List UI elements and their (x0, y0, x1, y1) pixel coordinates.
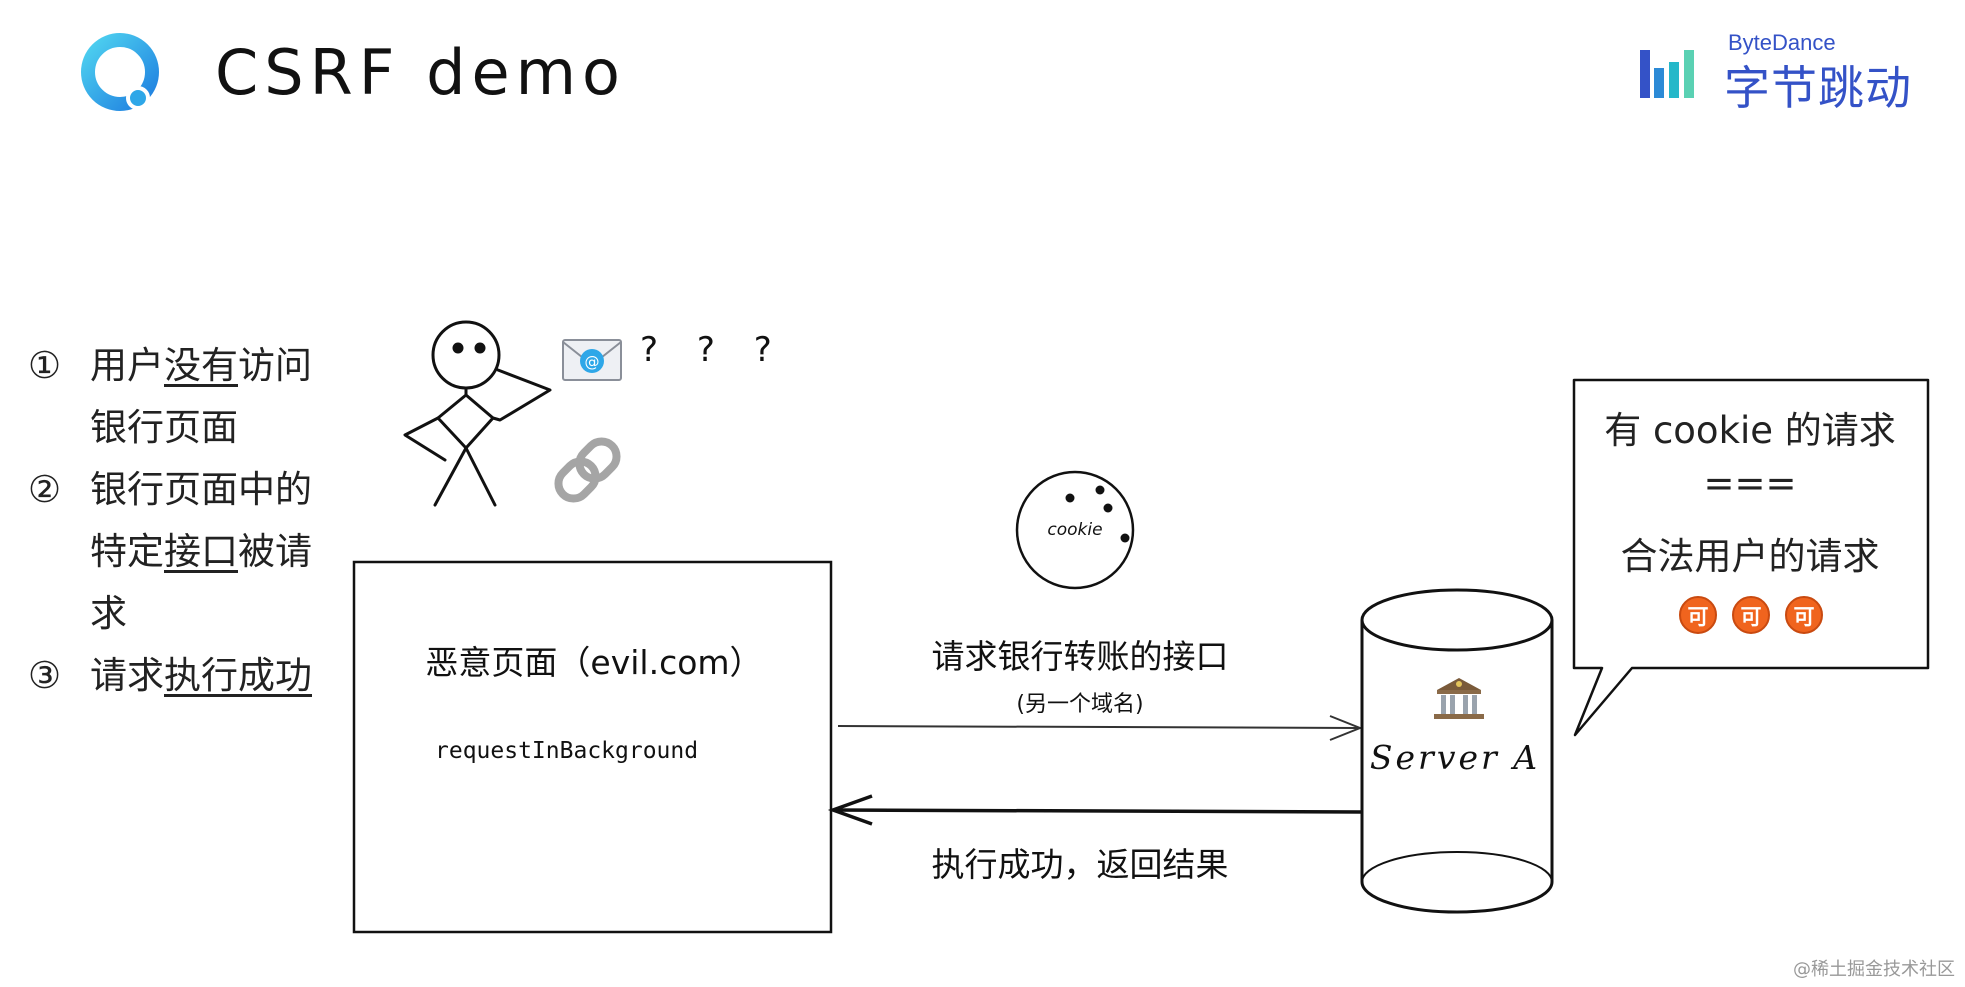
bytedance-logo-icon (1640, 50, 1694, 98)
evil-page-title: 恶意页面（evil.com） (425, 643, 763, 682)
page-title: CSRF demo (215, 36, 626, 109)
request-arrow (837, 715, 1363, 741)
stick-figure (403, 320, 552, 507)
response-label: 执行成功，返回结果 (931, 845, 1229, 884)
approve-badge: 可 (1679, 596, 1717, 634)
request-label: 请求银行转账的接口 (931, 637, 1229, 676)
step-text: 用户 (90, 344, 164, 387)
brand-name-cn: 字节跳动 (1724, 61, 1912, 115)
step-text: 被请求 (90, 530, 312, 635)
bubble-line-2: === (1703, 462, 1797, 505)
brand-name-en: ByteDance (1728, 30, 1836, 55)
cookie-icon (1015, 470, 1135, 590)
step-text: 访问银行页面 (90, 344, 312, 449)
approve-badge: 可 (1785, 596, 1823, 634)
footer-watermark: @稀土掘金技术社区 (1793, 959, 1955, 980)
app-logo-icon (81, 33, 159, 111)
step-text: 银行页面中的特定 (90, 468, 312, 573)
step-3: ③ 请求执行成功 (28, 645, 328, 707)
step-2: ② 银行页面中的特定接口被请求 (28, 459, 328, 645)
step-number: ① (28, 344, 62, 387)
mail-icon: @ (562, 339, 622, 381)
cookie-label: cookie (1047, 520, 1103, 540)
evil-page-box (352, 560, 833, 934)
bank-icon (1434, 678, 1484, 719)
step-text-underlined: 执行成功 (164, 654, 312, 697)
server-label: Server A (1369, 738, 1541, 777)
svg-text:@: @ (585, 353, 600, 371)
step-text: 请求 (90, 654, 164, 697)
step-text-underlined: 接口 (164, 530, 238, 573)
bubble-line-3: 合法用户的请求 (1620, 535, 1880, 578)
response-arrow (827, 794, 1363, 826)
step-1: ① 用户没有访问银行页面 (28, 335, 328, 459)
question-marks: ? ? ? (640, 330, 786, 370)
link-icon (554, 437, 621, 503)
bubble-line-1: 有 cookie 的请求 (1604, 409, 1896, 452)
server-cylinder (1360, 588, 1554, 914)
step-number: ② (28, 468, 62, 511)
step-number: ③ (28, 654, 62, 697)
speech-bubble (1572, 378, 1930, 737)
evil-page-code: requestInBackground (435, 738, 699, 764)
steps-list: ① 用户没有访问银行页面 ② 银行页面中的特定接口被请求 ③ 请求执行成功 (28, 335, 328, 707)
request-sub-label: (另一个域名) (1016, 692, 1144, 717)
approve-badge: 可 (1732, 596, 1770, 634)
step-text-underlined: 没有 (164, 344, 238, 387)
